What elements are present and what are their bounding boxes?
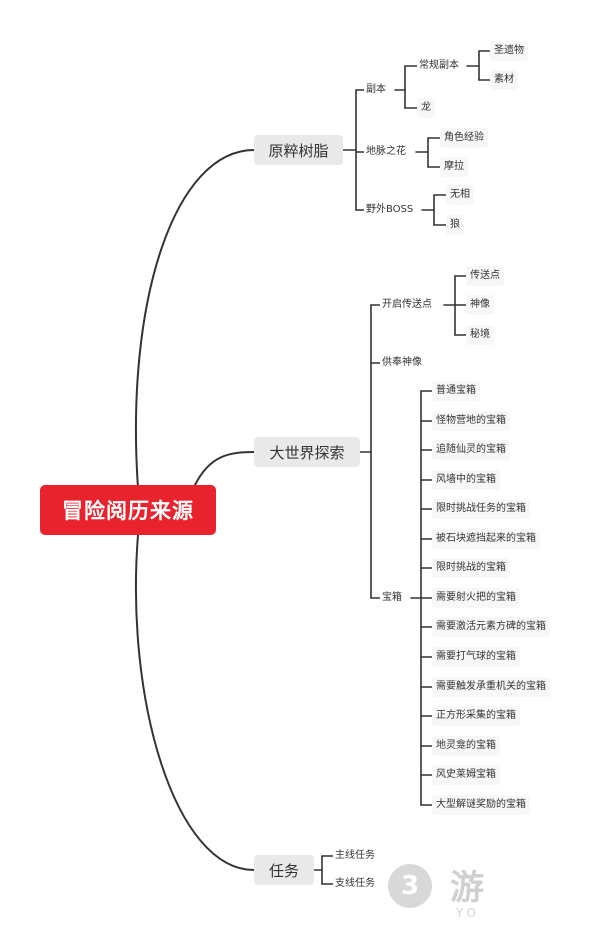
- node-dimai-zhihua[interactable]: 地脉之花: [364, 142, 408, 162]
- node-baoxiang[interactable]: 宝箱: [380, 588, 404, 608]
- watermark-subtext: YO: [456, 906, 481, 920]
- chest-item[interactable]: 需要射火把的宝箱: [432, 588, 520, 608]
- chest-item[interactable]: 正方形采集的宝箱: [432, 706, 520, 726]
- watermark-text: 游: [450, 868, 484, 908]
- leaf-chuansongdian[interactable]: 传送点: [466, 266, 504, 286]
- leaf-shengyiwu[interactable]: 圣遗物: [490, 41, 528, 61]
- chest-item[interactable]: 需要打气球的宝箱: [432, 647, 520, 667]
- chest-item[interactable]: 限时挑战的宝箱: [432, 558, 510, 578]
- branch-yuancui-shuzhi[interactable]: 原粹树脂: [254, 135, 343, 165]
- chest-item[interactable]: 风墙中的宝箱: [432, 470, 500, 490]
- leaf-mijing[interactable]: 秘境: [466, 325, 494, 345]
- leaf-wuxiang[interactable]: 无相: [446, 185, 474, 205]
- leaf-long[interactable]: 龙: [417, 98, 435, 118]
- branch-renwu[interactable]: 任务: [254, 855, 314, 885]
- leaf-lang[interactable]: 狼: [446, 215, 464, 235]
- watermark-logo-icon: 3: [388, 864, 432, 908]
- chest-item[interactable]: 需要触发承重机关的宝箱: [432, 677, 550, 697]
- leaf-juese-jingyan[interactable]: 角色经验: [440, 128, 488, 148]
- chest-item[interactable]: 怪物营地的宝箱: [432, 411, 510, 431]
- leaf-sucai[interactable]: 素材: [490, 70, 518, 90]
- node-gongfeng-shenxiang[interactable]: 供奉神像: [380, 353, 424, 373]
- chest-item[interactable]: 地灵龛的宝箱: [432, 736, 500, 756]
- chest-item[interactable]: 风史莱姆宝箱: [432, 765, 500, 785]
- leaf-shenxiang[interactable]: 神像: [466, 295, 494, 315]
- node-fuben[interactable]: 副本: [364, 80, 388, 100]
- chest-item[interactable]: 普通宝箱: [432, 381, 480, 401]
- chest-item[interactable]: 限时挑战任务的宝箱: [432, 499, 530, 519]
- watermark: 3 游 YO: [388, 850, 588, 930]
- node-yewai-boss[interactable]: 野外BOSS: [364, 200, 416, 220]
- node-zhixian-renwu[interactable]: 支线任务: [333, 874, 377, 894]
- node-changgui-fuben[interactable]: 常规副本: [417, 56, 461, 76]
- node-kaiqi-chuansongdian[interactable]: 开启传送点: [380, 295, 434, 315]
- branch-dashijie-tansuo[interactable]: 大世界探索: [254, 437, 360, 467]
- chest-item[interactable]: 追随仙灵的宝箱: [432, 440, 510, 460]
- root-node[interactable]: 冒险阅历来源: [40, 485, 216, 535]
- leaf-mola[interactable]: 摩拉: [440, 157, 468, 177]
- chest-item[interactable]: 被石块遮挡起来的宝箱: [432, 529, 540, 549]
- chest-item[interactable]: 大型解谜奖励的宝箱: [432, 795, 530, 815]
- chest-item[interactable]: 需要激活元素方碑的宝箱: [432, 617, 550, 637]
- node-zhuxian-renwu[interactable]: 主线任务: [333, 846, 377, 866]
